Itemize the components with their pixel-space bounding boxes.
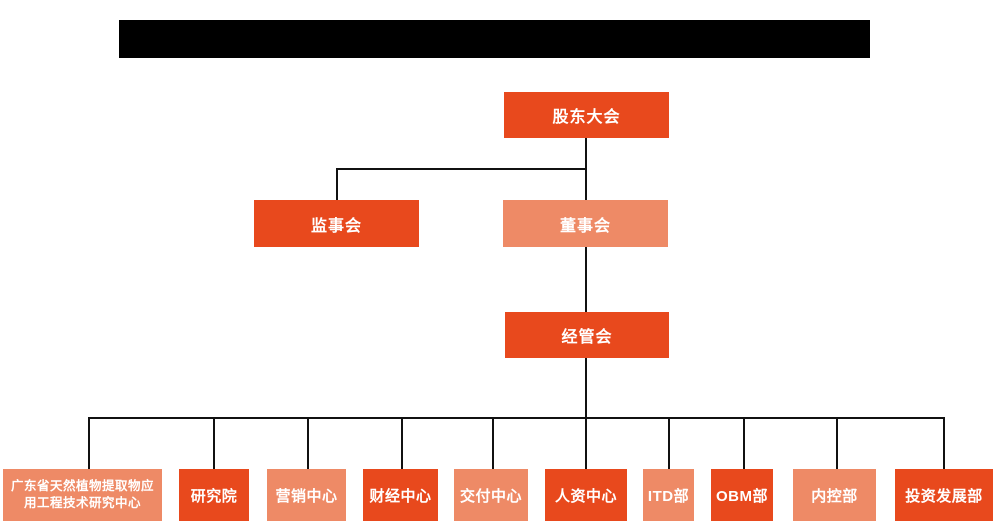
org-node-obm-dept: OBM部 [711, 469, 773, 521]
org-node-management-committee: 经管会 [505, 312, 669, 358]
redacted-heading-bar [119, 20, 870, 58]
org-node-research-institute: 研究院 [179, 469, 249, 521]
connector-level2-horizontal [336, 168, 587, 170]
org-node-supervisory-board: 监事会 [254, 200, 419, 247]
org-node-hr-center: 人资中心 [545, 469, 627, 521]
connector-board-to-mgmt [585, 247, 587, 312]
org-node-marketing-center: 营销中心 [267, 469, 346, 521]
connector-drop-investment-dev [943, 417, 945, 469]
connector-drop-obm-dept [743, 417, 745, 469]
connector-mgmt-to-level4 [585, 358, 587, 469]
org-node-investment-development-dept: 投资发展部 [895, 469, 993, 521]
org-node-finance-center: 财经中心 [363, 469, 438, 521]
connector-to-supervisory [336, 168, 338, 200]
org-node-shareholders-meeting: 股东大会 [504, 92, 669, 138]
connector-drop-research-institute [213, 417, 215, 469]
org-node-guangdong-plant-extract-research-center: 广东省天然植物提取物应 用工程技术研究中心 [3, 469, 162, 521]
connector-level4-horizontal [88, 417, 945, 419]
connector-drop-finance-center [401, 417, 403, 469]
org-node-delivery-center: 交付中心 [454, 469, 528, 521]
org-node-board-of-directors: 董事会 [503, 200, 668, 247]
org-node-internal-control-dept: 内控部 [793, 469, 876, 521]
connector-drop-marketing-center [307, 417, 309, 469]
connector-drop-itd-dept [668, 417, 670, 469]
connector-drop-delivery-center [492, 417, 494, 469]
connector-drop-research-center [88, 417, 90, 469]
org-node-itd-dept: ITD部 [643, 469, 694, 521]
connector-drop-internal-control [836, 417, 838, 469]
